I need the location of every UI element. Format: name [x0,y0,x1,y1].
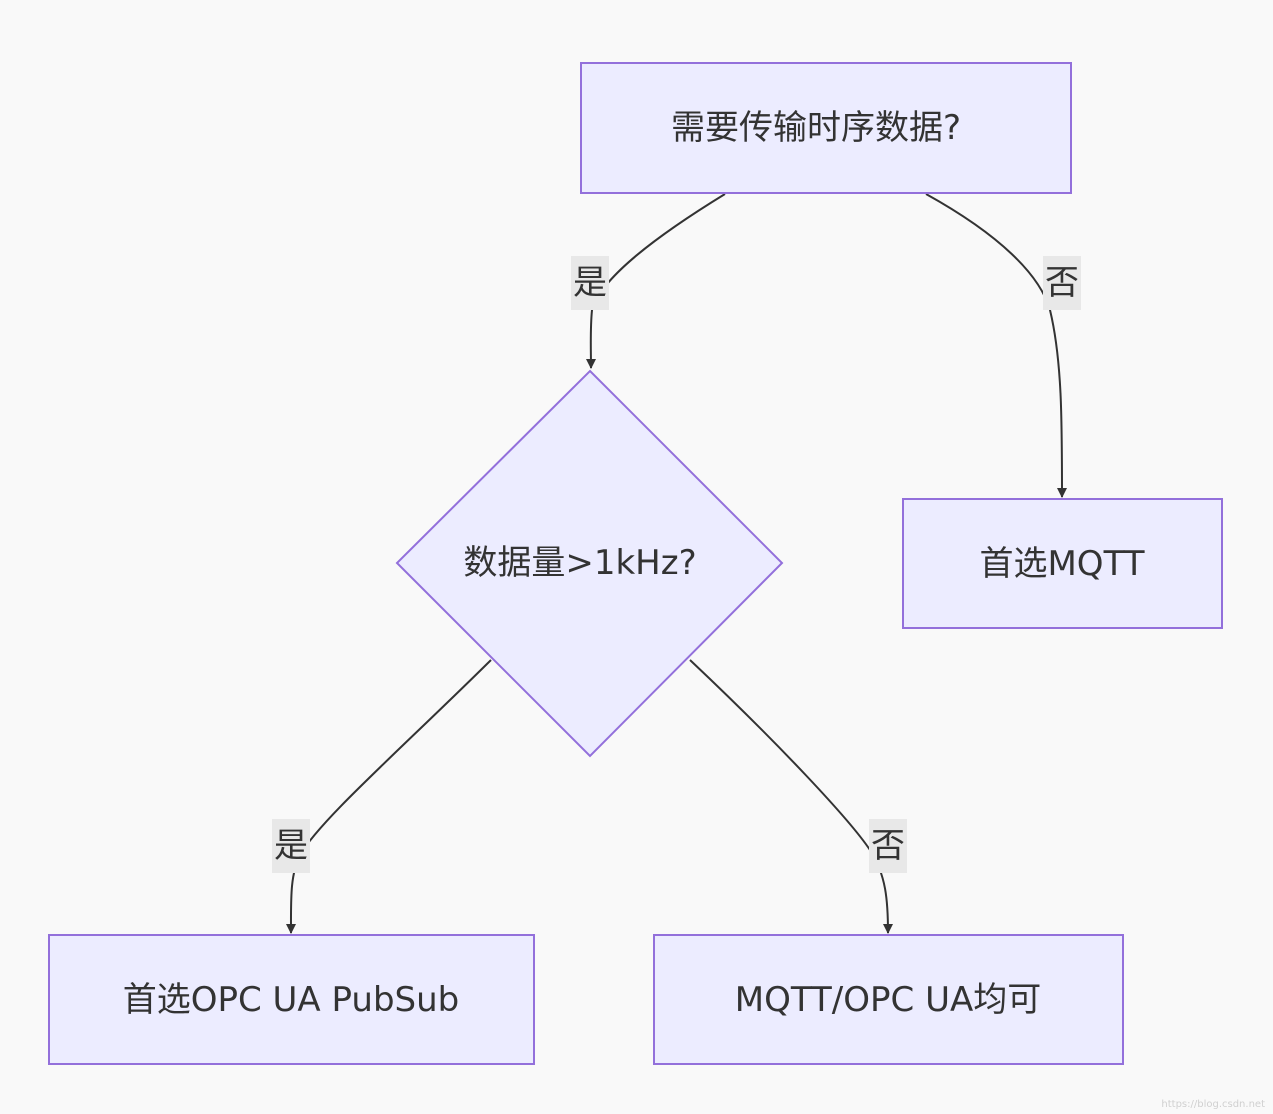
node-opcua-pubsub-label: 首选OPC UA PubSub [123,980,460,1020]
edge-label-no-2: 否 [871,826,905,866]
edge-label-start-to-decision: 是 [571,256,609,310]
edge-label-start-to-mqtt: 否 [1043,256,1081,310]
edge-label-decision-to-either: 否 [869,819,907,873]
node-either: MQTT/OPC UA均可 [653,934,1124,1065]
node-mqtt-label: 首选MQTT [979,544,1144,584]
watermark: https://blog.csdn.net [1161,1099,1265,1110]
node-start: 需要传输时序数据? [580,62,1072,194]
node-decision: 数据量>1kHz? [395,369,784,758]
node-mqtt: 首选MQTT [902,498,1223,629]
edge-label-decision-to-pubsub: 是 [272,819,310,873]
edge-start-to-decision [585,193,726,369]
edge-label-no-1: 否 [1045,263,1079,303]
node-either-label: MQTT/OPC UA均可 [735,980,1041,1020]
node-start-label: 需要传输时序数据? [671,108,961,148]
edge-label-yes-1: 是 [573,263,607,303]
node-opcua-pubsub: 首选OPC UA PubSub [48,934,535,1065]
edge-decision-to-pubsub [285,659,492,934]
node-decision-label: 数据量>1kHz? [463,543,696,583]
edge-decision-to-either [689,659,893,934]
edge-start-to-mqtt [925,193,1067,498]
edge-label-yes-2: 是 [274,826,308,866]
